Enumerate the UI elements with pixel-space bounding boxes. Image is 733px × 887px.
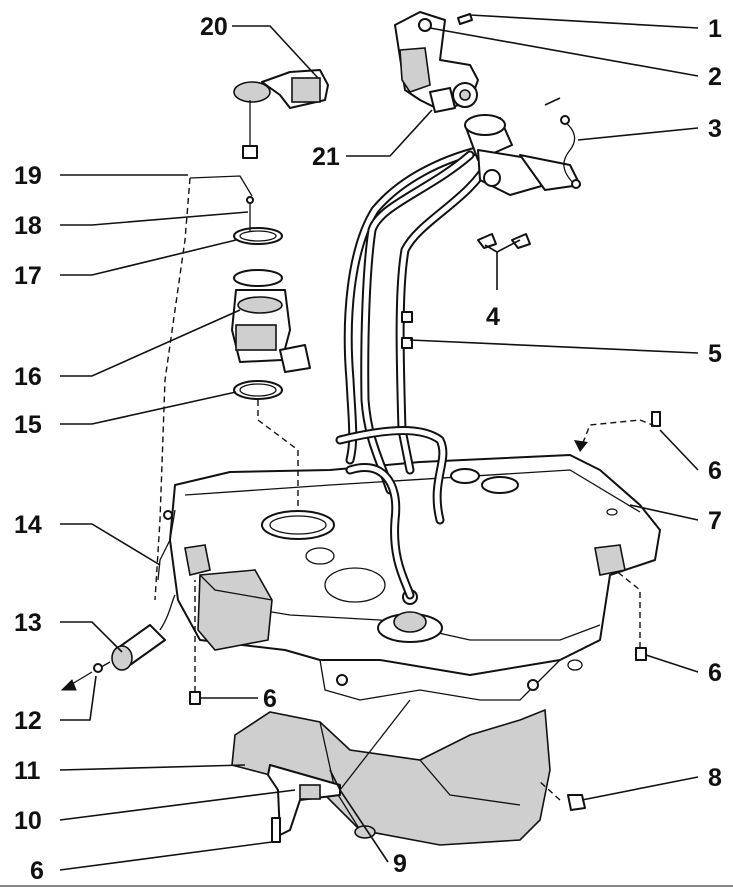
pipe-bracket-14 xyxy=(157,509,176,581)
callout-4: 4 xyxy=(486,303,500,331)
bottom-border xyxy=(0,885,733,887)
bolt-6-right xyxy=(614,569,647,661)
fuel-tank xyxy=(169,454,661,701)
callout-6-bottom: 6 xyxy=(30,857,44,885)
fuel-level-sender xyxy=(233,69,329,159)
hose-clip-5 xyxy=(401,311,413,349)
callout-10: 10 xyxy=(14,807,42,835)
callout-1: 1 xyxy=(708,15,722,43)
callout-17: 17 xyxy=(14,262,42,290)
callout-6-right: 6 xyxy=(708,659,722,687)
bolt-6-center xyxy=(189,580,201,705)
callout-18: 18 xyxy=(14,212,42,240)
vent-hose xyxy=(560,115,581,189)
callout-13: 13 xyxy=(14,609,42,637)
callout-6-center: 6 xyxy=(263,685,277,713)
leader-lines xyxy=(59,14,699,871)
fuel-pump-assembly xyxy=(154,175,311,601)
callout-labels: 1 2 3 4 5 6 7 6 8 9 6 10 11 6 12 13 14 1… xyxy=(14,13,722,885)
filler-flap-housing xyxy=(394,11,479,113)
callout-14: 14 xyxy=(14,511,42,539)
callout-5: 5 xyxy=(708,340,722,368)
filler-neck-hoses xyxy=(335,114,581,600)
callout-19: 19 xyxy=(14,162,42,190)
callout-12: 12 xyxy=(14,707,42,735)
callout-11: 11 xyxy=(14,757,41,785)
callout-16: 16 xyxy=(14,363,42,391)
callout-15: 15 xyxy=(14,411,42,439)
callout-6-top-right: 6 xyxy=(708,457,722,485)
bolts-4 xyxy=(477,233,531,249)
callout-2: 2 xyxy=(708,63,722,91)
callout-3: 3 xyxy=(708,115,722,143)
screw-1 xyxy=(457,13,473,25)
callout-21: 21 xyxy=(312,143,340,171)
bolt-6-bottom xyxy=(271,817,281,843)
callout-7: 7 xyxy=(708,507,722,535)
callout-9: 9 xyxy=(393,850,407,878)
nut-8 xyxy=(537,779,586,811)
callout-20: 20 xyxy=(200,13,228,41)
bolt-6-top-right xyxy=(574,411,661,452)
callout-8: 8 xyxy=(708,764,722,792)
fuel-filter xyxy=(60,594,176,691)
